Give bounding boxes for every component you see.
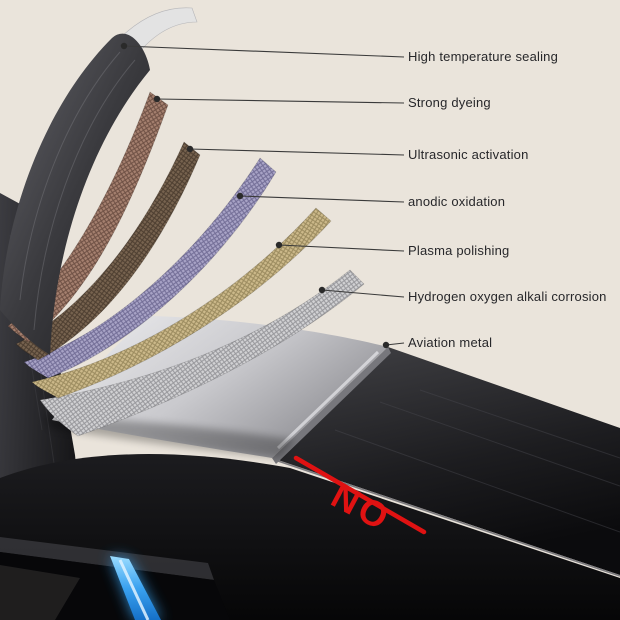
- layer-khaki-mesh: [31, 207, 332, 399]
- leader-dot-6: [318, 286, 326, 294]
- appliance-top-surface: [278, 347, 620, 575]
- layer-lavender-mesh: [23, 157, 277, 379]
- leader-line-4: [239, 195, 405, 203]
- plate-edge: [272, 347, 391, 464]
- plate-specular: [276, 350, 380, 450]
- leader-line-6: [321, 289, 405, 298]
- annotation-label-strong-dyeing: Strong dyeing: [408, 95, 491, 110]
- leader-dot-3: [186, 145, 194, 153]
- annotation-label-ultrasonic-activation: Ultrasonic activation: [408, 147, 529, 162]
- leader-line-2: [156, 98, 405, 104]
- no-strike-line: [293, 455, 427, 535]
- annotation-label-aviation-metal: Aviation metal: [408, 335, 493, 350]
- leader-line-5: [278, 244, 405, 252]
- layer-copper-mesh: [7, 91, 169, 343]
- top-surface-brushed-texture: [334, 389, 620, 533]
- dark-sheet-brushed-texture: [19, 51, 136, 331]
- leader-dot-5: [275, 241, 283, 249]
- leader-dots: [120, 42, 390, 349]
- leader-dot-1: [120, 42, 128, 50]
- leader-lines: [123, 45, 405, 346]
- annotation-label-high-temperature-sealing: High temperature sealing: [408, 49, 559, 64]
- annotation-label-plasma-polishing: Plasma polishing: [408, 243, 510, 258]
- leader-dot-7: [382, 341, 390, 349]
- annotation-label-hydrogen-oxygen-alkali-corrosion: Hydrogen oxygen alkali corrosion: [408, 289, 607, 304]
- annotation-label-anodic-oxidation: anodic oxidation: [408, 194, 506, 209]
- layer-silver-mesh: [39, 269, 365, 437]
- leader-line-1: [123, 45, 405, 58]
- leader-dot-2: [153, 95, 161, 103]
- leader-dot-4: [236, 192, 244, 200]
- led-strip-highlight: [118, 559, 150, 620]
- glass-reflection: [0, 565, 80, 620]
- control-panel-edge: [0, 537, 214, 580]
- led-strip: [110, 556, 161, 620]
- stack-shadow: [45, 415, 295, 458]
- layer-dark-sheet: [0, 33, 150, 355]
- control-panel-glass: [0, 552, 230, 620]
- leader-line-3: [189, 148, 405, 156]
